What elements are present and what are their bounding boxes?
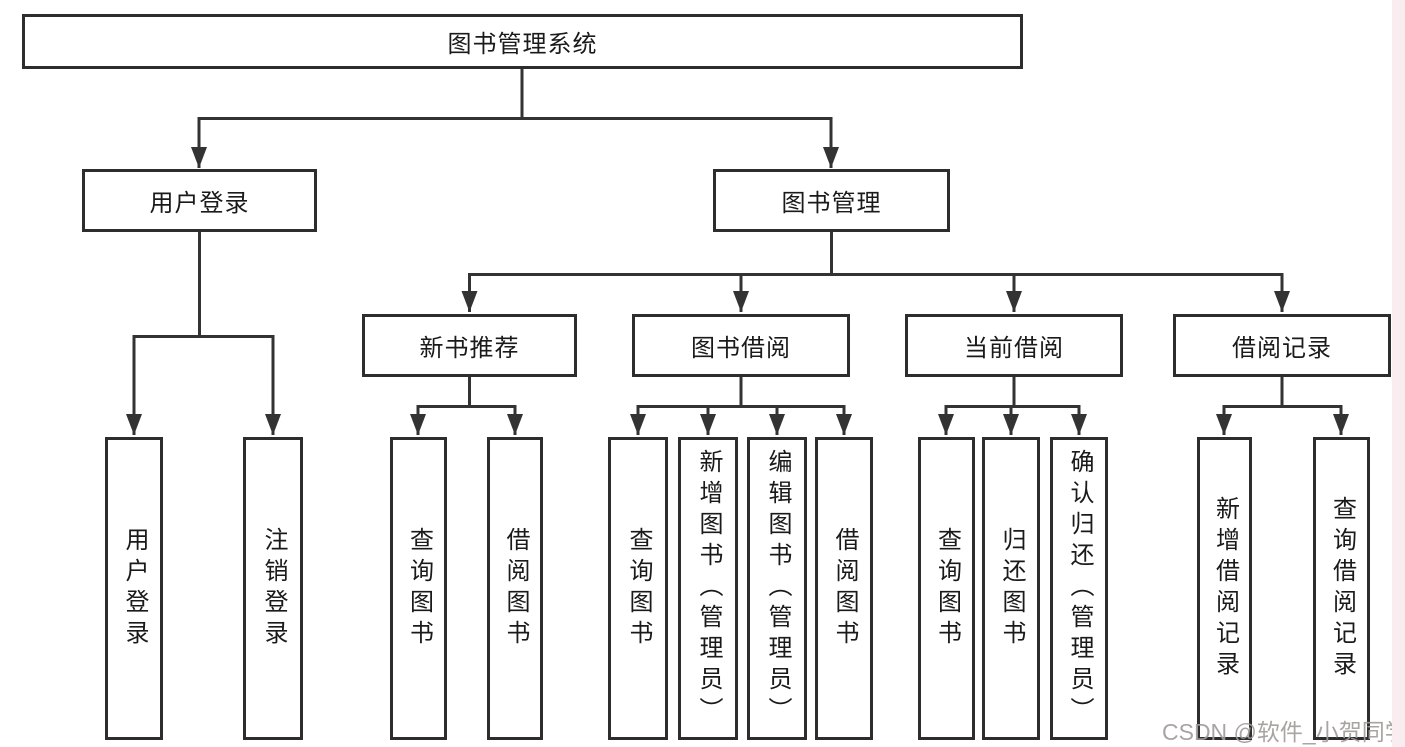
node-leaf-borrow-book-2: 借阅图书 xyxy=(815,437,873,740)
node-leaf-edit-book-admin: 编辑图书（管理员） xyxy=(747,437,807,740)
node-leaf-return-book: 归还图书 xyxy=(982,437,1040,740)
right-edge-strip xyxy=(1392,0,1405,747)
node-leaf-logout: 注销登录 xyxy=(243,437,303,740)
node-leaf-query-book-2: 查询图书 xyxy=(608,437,668,740)
node-user-login: 用户登录 xyxy=(82,169,317,232)
node-leaf-add-borrow-record: 新增借阅记录 xyxy=(1197,437,1252,740)
node-leaf-query-borrow-record: 查询借阅记录 xyxy=(1313,437,1370,740)
node-book-management: 图书管理 xyxy=(713,169,950,232)
node-new-book-recommend: 新书推荐 xyxy=(362,314,577,377)
node-leaf-user-login: 用户登录 xyxy=(105,437,163,740)
node-leaf-confirm-return-admin: 确认归还（管理员） xyxy=(1050,437,1108,740)
node-leaf-borrow-book-1: 借阅图书 xyxy=(487,437,543,740)
node-leaf-add-book-admin: 新增图书（管理员） xyxy=(678,437,738,740)
node-root-system: 图书管理系统 xyxy=(22,14,1023,69)
node-book-borrow: 图书借阅 xyxy=(632,314,850,377)
csdn-watermark: CSDN @软件_小贺同学 xyxy=(1162,719,1405,745)
connector-skeleton xyxy=(132,69,1343,408)
node-current-borrow: 当前借阅 xyxy=(905,314,1123,377)
node-borrow-record: 借阅记录 xyxy=(1173,314,1391,377)
node-leaf-query-book-3: 查询图书 xyxy=(918,437,975,740)
node-leaf-query-book-1: 查询图书 xyxy=(390,437,447,740)
